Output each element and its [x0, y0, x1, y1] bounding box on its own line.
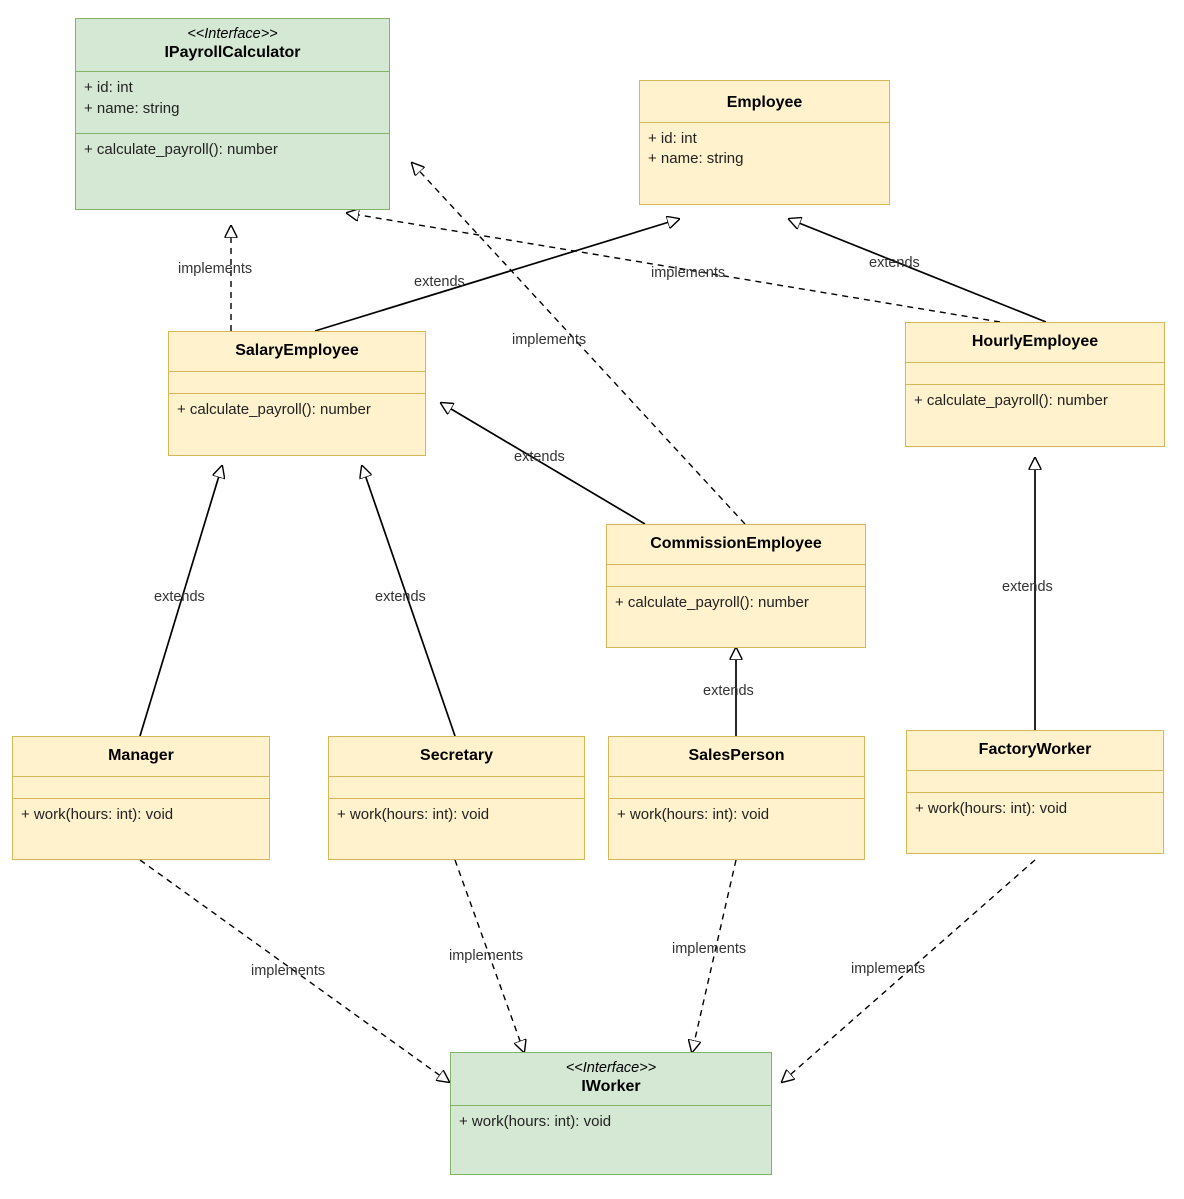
edge-label-r3: implements [512, 332, 587, 348]
attributes-compartment-commissionemployee [607, 563, 865, 586]
edge-label-r10: extends [1002, 579, 1053, 595]
class-header-employee: Employee [640, 81, 889, 122]
operation-item: + work(hours: int): void [617, 805, 770, 823]
operations-compartment-secretary: + work(hours: int): void [329, 797, 584, 834]
class-header-factoryworker: FactoryWorker [907, 731, 1163, 770]
operations-compartment-iworker: + work(hours: int): void [451, 1105, 771, 1141]
class-name-label: SalaryEmployee [235, 342, 359, 359]
class-box-salaryemployee[interactable]: SalaryEmployee + calculate_payroll(): nu… [168, 331, 426, 456]
class-name-label: Manager [108, 747, 174, 764]
attributes-compartment-salesperson [609, 775, 864, 798]
class-name-label: Secretary [420, 747, 493, 764]
class-name-label: FactoryWorker [978, 741, 1092, 758]
attribute-item: + name: string [648, 150, 744, 168]
operation-item: + calculate_payroll(): number [177, 400, 371, 418]
class-header-manager: Manager [13, 737, 269, 776]
class-header-commissionemployee: CommissionEmployee [607, 525, 865, 564]
operations-compartment-factoryworker: + work(hours: int): void [907, 791, 1163, 828]
attribute-item: + id: int [648, 129, 697, 147]
class-header-iworker: <<Interface>> IWorker [451, 1053, 771, 1105]
class-box-factoryworker[interactable]: FactoryWorker + work(hours: int): void [906, 730, 1164, 854]
edge-label-r2: implements [651, 265, 726, 281]
operations-compartment-ipayrollcalculator: + calculate_payroll(): number [76, 133, 389, 169]
class-header-salaryemployee: SalaryEmployee [169, 332, 425, 371]
attribute-item: + name: string [84, 100, 180, 118]
class-name-label: IWorker [581, 1077, 641, 1095]
operations-compartment-hourlyemployee: + calculate_payroll(): number [906, 383, 1164, 420]
class-box-manager[interactable]: Manager + work(hours: int): void [12, 736, 270, 860]
attributes-compartment-manager [13, 775, 269, 798]
class-box-employee[interactable]: Employee + id: int + name: string [639, 80, 890, 205]
operations-compartment-manager: + work(hours: int): void [13, 797, 269, 834]
class-box-secretary[interactable]: Secretary + work(hours: int): void [328, 736, 585, 860]
attributes-compartment-hourlyemployee [906, 361, 1164, 384]
attributes-compartment-employee: + id: int + name: string [640, 121, 889, 178]
class-box-salesperson[interactable]: SalesPerson + work(hours: int): void [608, 736, 865, 860]
edge-salaryemployee-extends-employee [314, 219, 679, 332]
class-name-label: SalesPerson [688, 747, 785, 764]
edge-label-r8: extends [375, 589, 426, 605]
edge-label-r11: implements [251, 963, 326, 979]
class-box-commissionemployee[interactable]: CommissionEmployee + calculate_payroll()… [606, 524, 866, 648]
class-box-hourlyemployee[interactable]: HourlyEmployee + calculate_payroll(): nu… [905, 322, 1165, 447]
attributes-compartment-salaryemployee [169, 370, 425, 393]
attributes-compartment-factoryworker [907, 769, 1163, 792]
operation-item: + work(hours: int): void [337, 805, 490, 823]
stereotype-label: <<Interface>> [187, 26, 278, 42]
class-header-secretary: Secretary [329, 737, 584, 776]
class-header-ipayrollcalculator: <<Interface>> IPayrollCalculator [76, 19, 389, 71]
attribute-item: + id: int [84, 79, 133, 97]
operations-compartment-salaryemployee: + calculate_payroll(): number [169, 392, 425, 429]
edge-label-r7: extends [154, 589, 205, 605]
edge-label-r9: extends [703, 683, 754, 699]
edge-label-r12: implements [449, 948, 524, 964]
edge-label-r1: implements [178, 261, 253, 277]
class-name-label: HourlyEmployee [971, 333, 1099, 350]
operation-item: + calculate_payroll(): number [84, 141, 278, 159]
attributes-compartment-secretary [329, 775, 584, 798]
class-name-label: IPayrollCalculator [164, 43, 301, 61]
class-header-salesperson: SalesPerson [609, 737, 864, 776]
class-box-iworker[interactable]: <<Interface>> IWorker + work(hours: int)… [450, 1052, 772, 1175]
edge-label-r6: extends [514, 449, 565, 465]
operation-item: + calculate_payroll(): number [615, 593, 809, 611]
edge-label-r13: implements [672, 941, 747, 957]
stereotype-label: <<Interface>> [565, 1060, 657, 1076]
edge-label-r5: extends [869, 255, 920, 271]
edge-label-r4: extends [414, 274, 465, 290]
operations-compartment-salesperson: + work(hours: int): void [609, 797, 864, 834]
attributes-compartment-ipayrollcalculator: + id: int + name: string [76, 71, 389, 133]
class-name-label: CommissionEmployee [650, 535, 822, 552]
class-box-ipayrollcalculator[interactable]: <<Interface>> IPayrollCalculator + id: i… [75, 18, 390, 210]
edge-label-r14: implements [851, 961, 926, 977]
class-header-hourlyemployee: HourlyEmployee [906, 323, 1164, 362]
class-name-label: Employee [726, 94, 803, 111]
operations-compartment-commissionemployee: + calculate_payroll(): number [607, 585, 865, 622]
operation-item: + work(hours: int): void [915, 799, 1068, 817]
operation-item: + work(hours: int): void [459, 1113, 612, 1131]
operation-item: + calculate_payroll(): number [914, 391, 1108, 409]
operation-item: + work(hours: int): void [21, 805, 174, 823]
